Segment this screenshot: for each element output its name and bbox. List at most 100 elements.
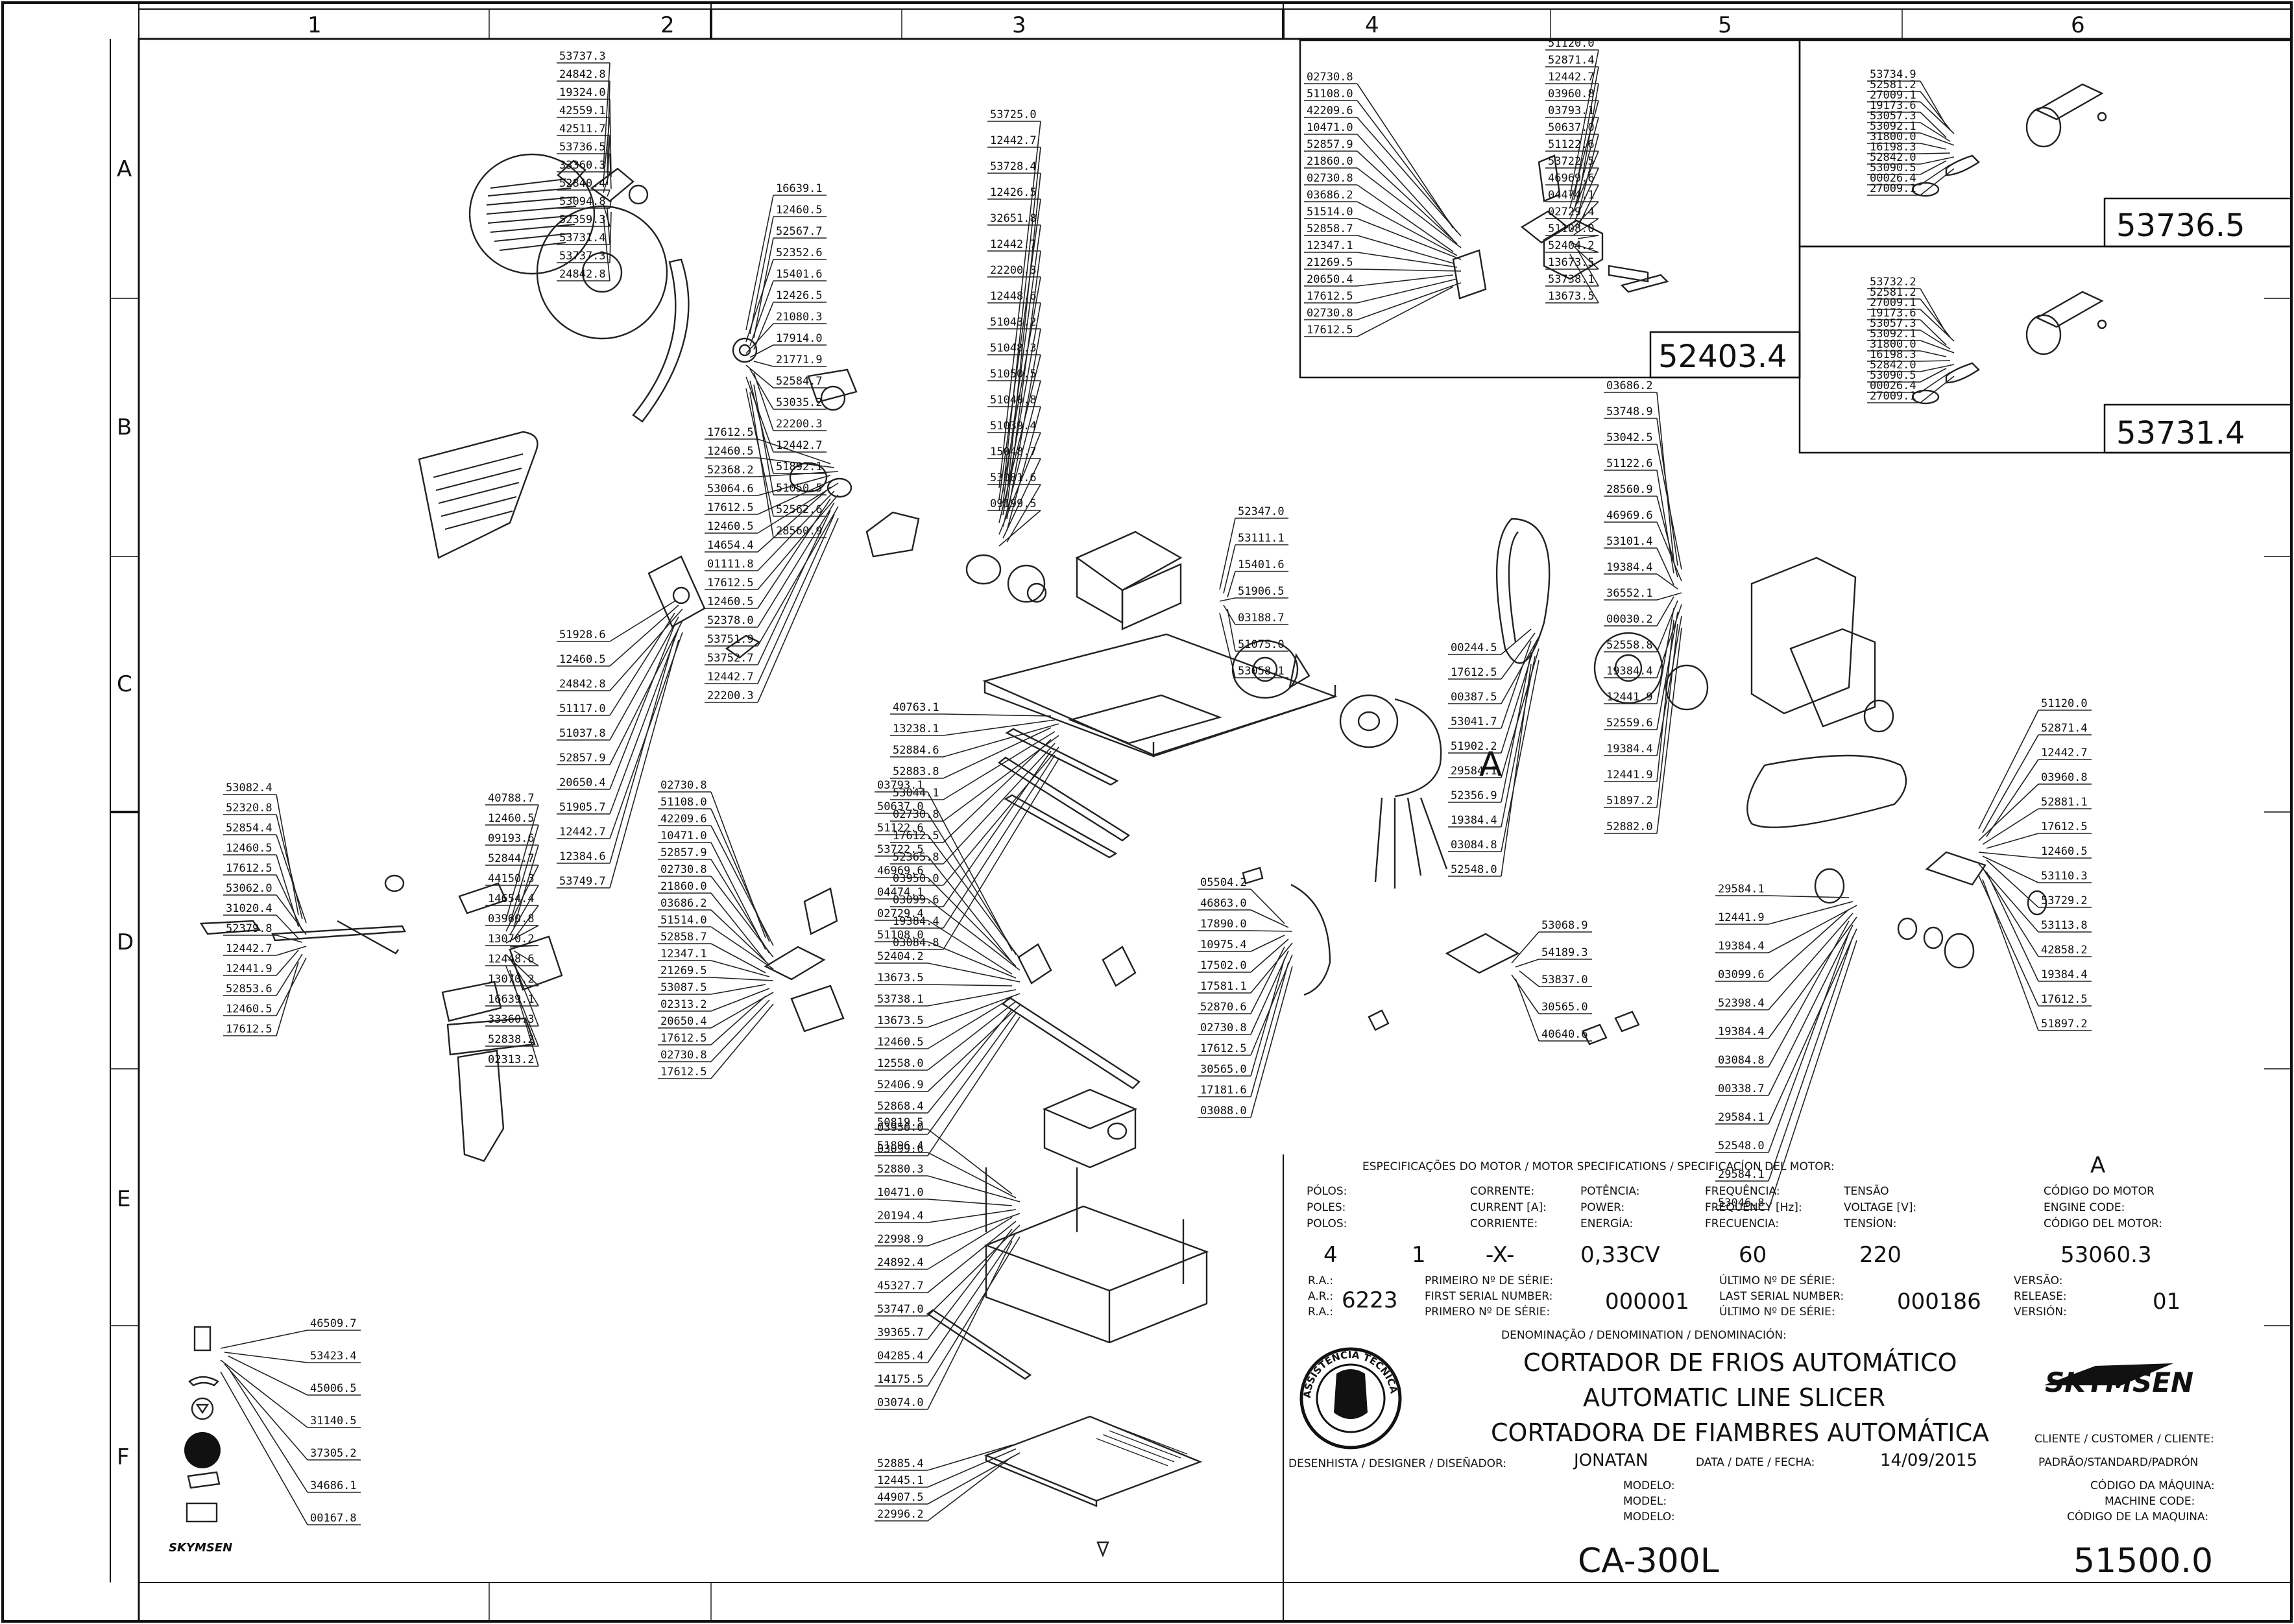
motor-spec-label: ENGINE CODE: — [2044, 1201, 2125, 1214]
leader-line — [1920, 350, 1947, 357]
model-value: CA-300L — [1578, 1542, 1719, 1581]
leader-line — [998, 432, 1041, 535]
leader-line — [927, 1232, 1017, 1363]
part-number-label: 16639.1 — [488, 993, 535, 1006]
leader-line — [745, 376, 774, 453]
leader-line — [509, 970, 539, 1067]
leader-line — [1501, 656, 1536, 828]
part-number-label: 52352.6 — [776, 246, 823, 259]
leader-line — [1219, 518, 1236, 590]
machine-code-value: 51500.0 — [2073, 1542, 2213, 1581]
leader-line — [1515, 959, 1539, 968]
part-number-label: 02313.2 — [488, 1053, 535, 1066]
denomination-header: DENOMINAÇÃO / DENOMINATION / DENOMINACIÓ… — [1501, 1328, 1787, 1342]
leader-line — [757, 518, 839, 703]
part-number-label: 51892.1 — [776, 460, 823, 473]
part-number-label: 28560.9 — [776, 525, 823, 538]
detail-box-id: 52403.4 — [1658, 339, 1787, 375]
leader-line — [609, 153, 612, 189]
detail-box-id: 53731.4 — [2116, 415, 2245, 451]
part-number-label: 19384.4 — [893, 915, 939, 928]
part-number-label: 51905.7 — [559, 801, 606, 814]
motor-spec-value: 220 — [1859, 1242, 1902, 1268]
leader-line — [1656, 573, 1678, 590]
part-number-label: 12460.5 — [226, 842, 272, 855]
part-number-label: 12460.5 — [559, 653, 606, 666]
leader-line — [1515, 978, 1539, 1042]
part-number-label: 22998.9 — [877, 1233, 924, 1246]
leader-line — [927, 1209, 1017, 1223]
leader-line — [710, 999, 770, 1062]
motor-spec-label: ENERGÍA: — [1580, 1216, 1633, 1230]
part-number-label: 24842.8 — [559, 268, 606, 281]
part-number-label: 51896.4 — [877, 1140, 924, 1152]
leader-line — [1501, 632, 1536, 680]
guard-plate — [418, 431, 538, 559]
leader-line — [1357, 184, 1454, 252]
leader-line — [509, 885, 539, 936]
last-serial-label-1: LAST SERIAL NUMBER: — [1719, 1290, 1844, 1303]
grid-row-E: E — [117, 1186, 130, 1212]
leader-line — [1357, 117, 1462, 237]
part-number-label: 12426.5 — [990, 186, 1037, 199]
leader-line — [927, 1452, 1020, 1505]
leader-line — [753, 372, 774, 431]
part-number-label: 45327.7 — [877, 1280, 924, 1293]
leader-line — [607, 135, 610, 185]
leader-line — [1501, 636, 1539, 704]
part-number-label: 17581.1 — [1200, 980, 1247, 993]
model-label-1: MODEL: — [1623, 1495, 1667, 1508]
part-number-label: 12347.1 — [660, 948, 707, 961]
part-number-label: 24842.8 — [559, 678, 606, 691]
part-number-label: 00338.7 — [1718, 1082, 1765, 1095]
leader-line — [1920, 368, 1947, 383]
part-number-label: 46969.6 — [1606, 509, 1653, 522]
machine-code-label-1: MACHINE CODE: — [2105, 1495, 2195, 1508]
accessories-list: SKYMSEN — [169, 1326, 232, 1555]
part-number-label: 51039.4 — [990, 420, 1037, 433]
svg-text:SKYMSEN: SKYMSEN — [169, 1541, 232, 1555]
detail-53731-4-drawing — [1911, 291, 2107, 405]
leader-line — [757, 498, 831, 609]
motor-spec-label: FREQUÊNCIA: — [1705, 1184, 1780, 1198]
part-number-label: 19173.6 — [1870, 99, 1916, 112]
motor-code-letter: A — [2090, 1152, 2105, 1178]
leader-line — [509, 824, 539, 924]
part-number-label: 17612.5 — [660, 1066, 707, 1079]
part-number-label: 53090.5 — [1870, 161, 1916, 174]
part-number-label: 09193.6 — [488, 832, 535, 845]
leader-line — [710, 960, 770, 977]
part-number-label: 19173.6 — [1870, 307, 1916, 320]
leader-line — [1768, 924, 1853, 1096]
leader-line — [1768, 940, 1857, 1210]
part-number-label: 02730.8 — [1200, 1021, 1247, 1034]
detail-53736-5-drawing — [1911, 83, 2107, 197]
part-number-label: 12460.5 — [776, 204, 823, 217]
part-number-label: 00026.4 — [1870, 379, 1916, 392]
leader-line — [1768, 901, 1853, 925]
part-number-label: 52881.1 — [2041, 796, 2088, 809]
date-value: 14/09/2015 — [1880, 1451, 1977, 1470]
part-number-label: 19384.4 — [1718, 1025, 1765, 1038]
leader-line — [998, 510, 1041, 547]
base-frame — [926, 1167, 1209, 1380]
part-number-label: 03686.2 — [1606, 379, 1653, 392]
machine-code-label-2: CÓDIGO DE LA MAQUINA: — [2067, 1509, 2208, 1523]
first-serial-value: 000001 — [1605, 1289, 1689, 1315]
part-number-label: 17612.5 — [1307, 290, 1353, 303]
leader-line — [1656, 619, 1674, 782]
motor-spec-value: 53060.3 — [2060, 1242, 2152, 1268]
part-number-label: 29584.1 — [1718, 883, 1765, 896]
part-number-label: 02730.8 — [660, 863, 707, 876]
part-number-label: 53087.5 — [660, 981, 707, 994]
part-number-label: 51108.0 — [877, 929, 924, 942]
part-number-label: 42209.6 — [660, 813, 707, 826]
part-number-label: 52581.2 — [1870, 78, 1916, 91]
part-number-label: 21269.5 — [1307, 256, 1353, 269]
part-number-label: 03960.8 — [2041, 771, 2088, 784]
part-number-label: 52368.2 — [707, 464, 754, 477]
leader-line — [927, 1456, 1013, 1522]
bottom-plate — [984, 1415, 1203, 1558]
part-number-label: 37305.2 — [310, 1447, 357, 1460]
